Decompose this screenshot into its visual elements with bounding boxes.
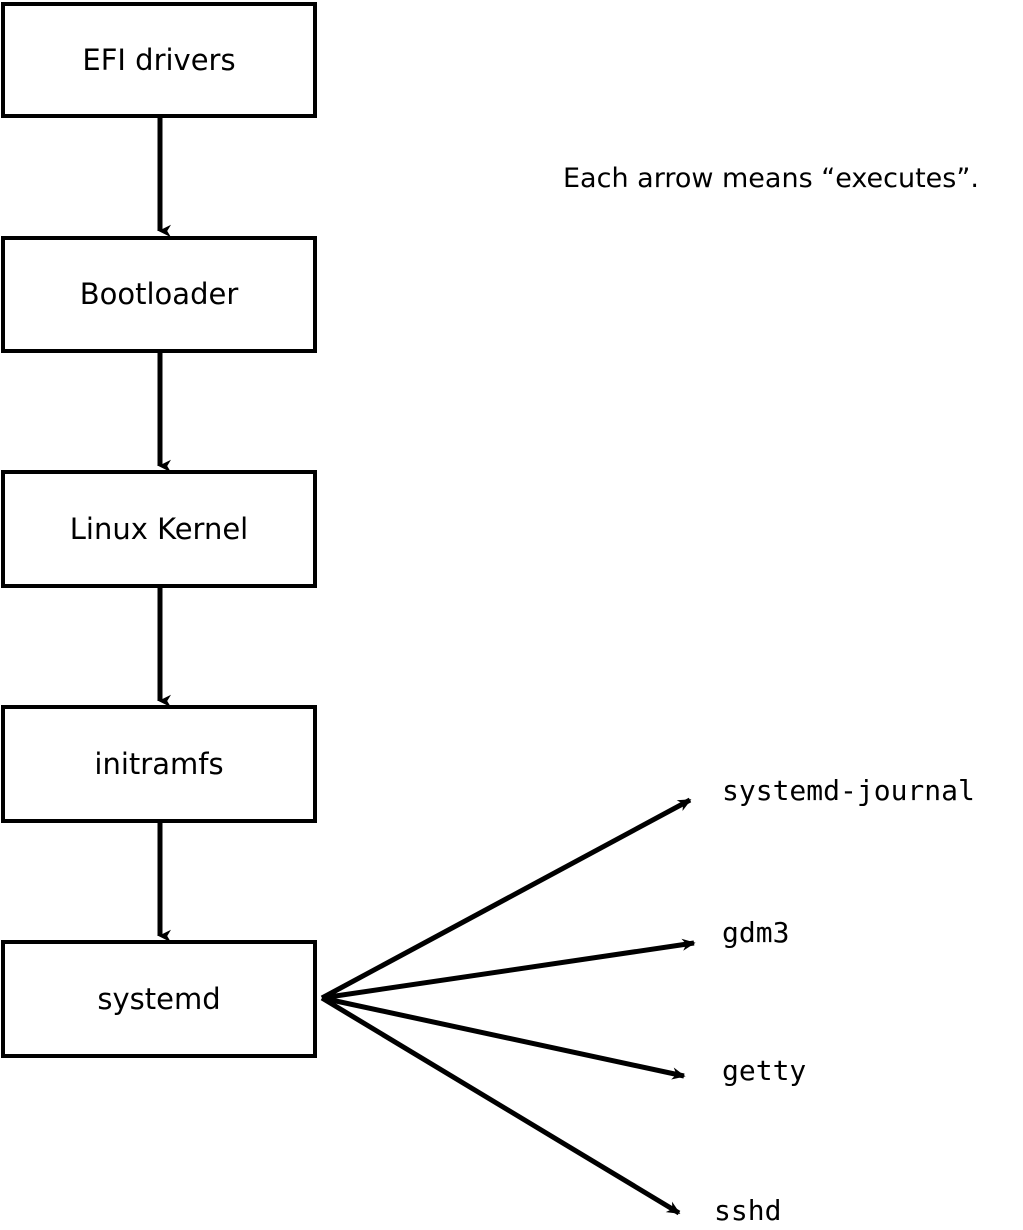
arrow-systemd-to-getty bbox=[321, 995, 686, 1080]
service-label-gdm3[interactable]: gdm3 bbox=[722, 916, 790, 949]
stage-box-bootloader[interactable]: Bootloader bbox=[1, 236, 317, 353]
arrow-systemd-to-systemd-journal bbox=[320, 797, 692, 1001]
stage-label-bootloader: Bootloader bbox=[79, 277, 239, 311]
stage-label-initramfs: initramfs bbox=[94, 746, 224, 781]
service-label-getty[interactable]: getty bbox=[722, 1054, 807, 1087]
service-label-sshd[interactable]: sshd bbox=[714, 1194, 782, 1227]
stage-box-linux-kernel[interactable]: Linux Kernel bbox=[1, 470, 317, 588]
arrow-systemd-to-gdm3 bbox=[321, 938, 696, 1001]
stage-label-linux-kernel: Linux Kernel bbox=[69, 511, 249, 546]
stage-label-efi-drivers: EFI drivers bbox=[82, 42, 236, 77]
arrow-systemd-to-sshd bbox=[320, 995, 681, 1216]
stage-box-initramfs[interactable]: initramfs bbox=[1, 705, 317, 823]
service-label-systemd-journal[interactable]: systemd-journal bbox=[722, 774, 975, 807]
diagram-caption: Each arrow means “executes”. bbox=[563, 163, 979, 194]
stage-box-systemd[interactable]: systemd bbox=[1, 940, 317, 1058]
stage-box-efi-drivers[interactable]: EFI drivers bbox=[1, 2, 317, 118]
stage-label-systemd: systemd bbox=[97, 981, 221, 1016]
